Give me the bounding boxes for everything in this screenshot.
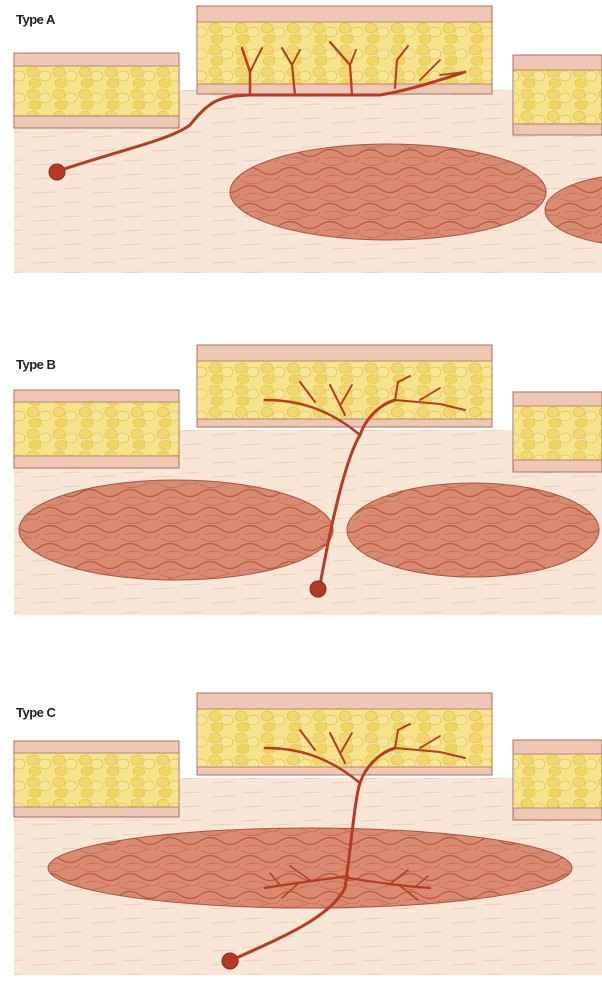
panel-type-b: Type B: [0, 340, 602, 640]
diagram-type-b: [0, 340, 602, 640]
skin-block-left: [14, 390, 179, 468]
skin-block-left: [14, 53, 179, 128]
panel-label-type-c: Type C: [16, 705, 55, 720]
panel-label-type-a: Type A: [16, 12, 55, 27]
muscle-ellipse: [48, 828, 572, 908]
skin-block-right: [513, 740, 602, 820]
muscle-ellipse: [230, 144, 546, 240]
vessel-origin-dot: [49, 164, 65, 180]
skin-block-left: [14, 741, 179, 817]
panel-type-a: Type A: [0, 0, 602, 300]
skin-block-right: [513, 55, 602, 135]
muscle-ellipse-left: [19, 480, 333, 580]
diagram-type-a: [0, 0, 602, 300]
vessel-origin-dot: [222, 953, 238, 969]
panel-label-type-b: Type B: [16, 357, 55, 372]
diagram-type-c: [0, 688, 602, 985]
vessel-origin-dot: [310, 581, 326, 597]
skin-block-right: [513, 392, 602, 472]
panel-type-c: Type C: [0, 688, 602, 988]
skin-block-center: [197, 6, 492, 94]
muscle-ellipse-right: [347, 483, 599, 577]
